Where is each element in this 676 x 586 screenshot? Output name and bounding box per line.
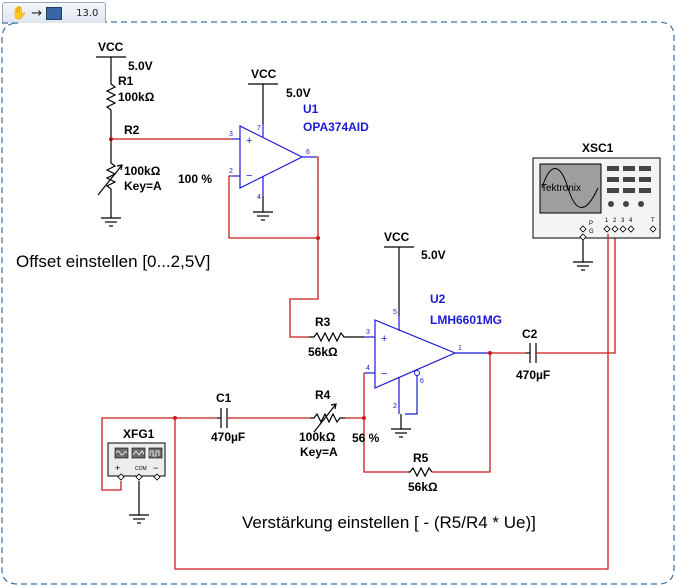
vcc-u2-label: VCC bbox=[384, 230, 410, 244]
oscilloscope-xsc1[interactable]: XSC1 Tektronix P G 1 2 3 4 T bbox=[532, 141, 661, 241]
r5-name: R5 bbox=[413, 451, 429, 465]
r4-key: Key=A bbox=[300, 445, 338, 459]
vcc-u1[interactable]: VCC 5.0V bbox=[248, 67, 311, 124]
xfg1-pin-minus: − bbox=[153, 463, 158, 473]
u1-ref: U1 bbox=[303, 102, 319, 116]
u2-pin-en: 6 bbox=[420, 378, 424, 385]
r3-value: 56kΩ bbox=[308, 345, 338, 359]
vcc-top-value: 5.0V bbox=[128, 59, 153, 73]
vcc-u2[interactable]: VCC 5.0V bbox=[384, 230, 446, 316]
u1-pin-inp: 3 bbox=[229, 131, 233, 138]
note-gain: Verstärkung einstellen [ - (R5/R4 * Ue)] bbox=[242, 513, 536, 532]
xfg1-pin-com: COM bbox=[135, 466, 147, 472]
resistor-r1[interactable]: R1 100kΩ bbox=[105, 74, 155, 139]
simulation-icon[interactable] bbox=[46, 6, 63, 20]
xsc1-pin-p: P bbox=[589, 221, 593, 227]
u2-pin-inn: 4 bbox=[366, 365, 370, 372]
wire-u1-to-r3 bbox=[289, 238, 319, 338]
xsc1-pin-2: 2 bbox=[613, 218, 617, 224]
u1-pin-gnd: 4 bbox=[257, 194, 261, 201]
potentiometer-r2[interactable]: 100kΩ Key=A 100 % bbox=[97, 139, 212, 218]
sheet-frame bbox=[1, 21, 675, 585]
xfg1-name: XFG1 bbox=[123, 427, 155, 441]
u2-part: LMH6601MG bbox=[430, 313, 502, 327]
ground-u1 bbox=[253, 211, 273, 221]
wire-u2-inn-to-r5 bbox=[363, 373, 408, 473]
u2-ref: U2 bbox=[430, 292, 446, 306]
ground-xsc1 bbox=[573, 261, 593, 271]
capacitor-c2[interactable]: C2 470µF bbox=[516, 327, 550, 382]
r5-value: 56kΩ bbox=[408, 480, 438, 494]
r4-name: R4 bbox=[315, 388, 331, 402]
wire-u1-feedback bbox=[228, 156, 319, 239]
svg-text:+: + bbox=[381, 333, 387, 345]
opamp-u1[interactable]: + − 3 2 6 7 4 U1 OPA374AID bbox=[229, 102, 369, 201]
r3-name: R3 bbox=[315, 315, 331, 329]
ground-xfg1 bbox=[129, 514, 149, 524]
potentiometer-r4[interactable]: R4 100kΩ Key=A 56 % bbox=[299, 388, 380, 459]
c1-name: C1 bbox=[216, 391, 232, 405]
vcc-top[interactable]: VCC 5.0V bbox=[96, 40, 153, 80]
resistor-r3[interactable]: R3 56kΩ bbox=[308, 315, 364, 359]
c2-value: 470µF bbox=[516, 368, 550, 382]
xsc1-pin-1: 1 bbox=[605, 218, 609, 224]
u1-pin-inn: 2 bbox=[229, 168, 233, 175]
r2-percent: 100 % bbox=[178, 172, 212, 186]
r2-key: Key=A bbox=[124, 179, 162, 193]
r2-name: R2 bbox=[124, 123, 140, 137]
u1-part: OPA374AID bbox=[303, 120, 369, 134]
xsc1-pin-4: 4 bbox=[629, 218, 633, 224]
c1-value: 470µF bbox=[211, 430, 245, 444]
sheet-tab[interactable]: ✋ → 13.0 bbox=[2, 2, 106, 23]
capacitor-c1[interactable]: C1 470µF bbox=[211, 391, 245, 444]
r1-name: R1 bbox=[118, 74, 134, 88]
vcc-u1-value: 5.0V bbox=[286, 86, 311, 100]
xfg1-pin-plus: + bbox=[115, 463, 120, 473]
ground-u2 bbox=[391, 428, 411, 438]
xsc1-pin-g: G bbox=[589, 229, 594, 235]
u1-pin-out: 6 bbox=[306, 149, 310, 156]
vcc-top-label: VCC bbox=[98, 40, 124, 54]
wire-u2-out-to-r5 bbox=[432, 353, 491, 473]
function-generator-xfg1[interactable]: XFG1 + COM − bbox=[107, 427, 166, 481]
u2-pin-gnd: 2 bbox=[393, 403, 397, 410]
r2-value: 100kΩ bbox=[124, 164, 161, 178]
opamp-u2[interactable]: + − 3 4 1 5 2 6 U2 LMH6601MG bbox=[364, 292, 502, 415]
hand-icon[interactable]: ✋ bbox=[11, 5, 28, 21]
vcc-u1-label: VCC bbox=[251, 67, 277, 81]
svg-text:−: − bbox=[246, 170, 252, 182]
xsc1-screen-text: Tektronix bbox=[541, 183, 581, 194]
u2-pin-out: 1 bbox=[458, 345, 462, 352]
svg-text:+: + bbox=[246, 135, 252, 147]
wire-c2-to-xsc1 bbox=[536, 234, 616, 354]
zoom-level: 13.0 bbox=[76, 7, 99, 19]
wire-xfg1-plus bbox=[101, 417, 175, 491]
xsc1-name: XSC1 bbox=[582, 141, 614, 155]
r4-percent: 56 % bbox=[352, 431, 380, 445]
r4-value: 100kΩ bbox=[299, 430, 336, 444]
arrow-icon: → bbox=[31, 5, 43, 21]
resistor-r5[interactable]: R5 56kΩ bbox=[408, 451, 438, 494]
u1-pin-vcc: 7 bbox=[257, 125, 261, 132]
r1-value: 100kΩ bbox=[118, 90, 155, 104]
xsc1-pin-3: 3 bbox=[621, 218, 625, 224]
note-offset: Offset einstellen [0...2,5V] bbox=[16, 252, 210, 271]
wire-xfg1-to-xsc1 bbox=[174, 234, 609, 570]
c2-name: C2 bbox=[522, 327, 538, 341]
u2-pin-inp: 3 bbox=[366, 329, 370, 336]
vcc-u2-value: 5.0V bbox=[421, 248, 446, 262]
svg-text:−: − bbox=[381, 368, 387, 380]
xsc1-pin-t: T bbox=[651, 218, 655, 224]
u2-pin-vcc: 5 bbox=[393, 309, 397, 316]
ground-r2 bbox=[101, 217, 121, 227]
